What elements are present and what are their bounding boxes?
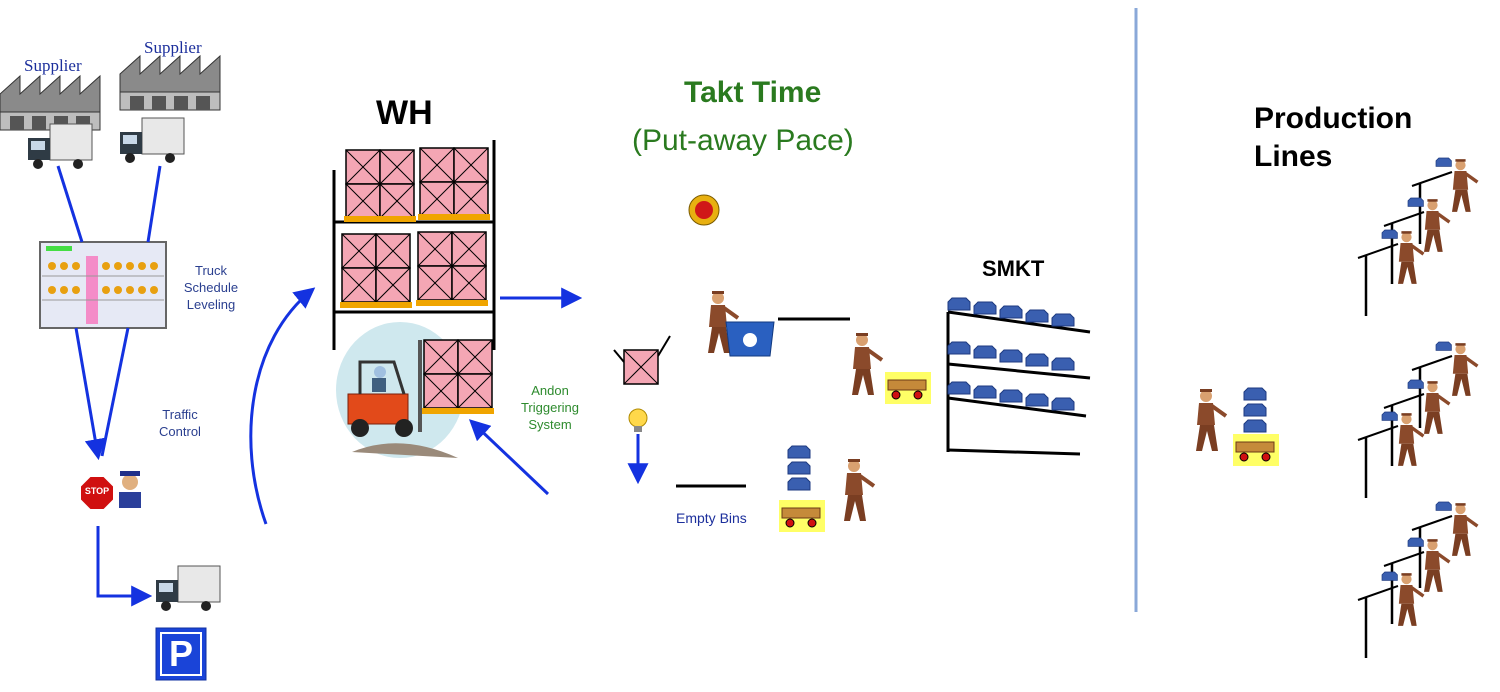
pallet-rack-icon <box>332 140 496 350</box>
supermarket-rack-icon <box>946 297 1091 456</box>
schedule-board-icon <box>39 241 167 329</box>
bin-icon <box>787 477 811 491</box>
production-lines-title: Production Lines <box>1254 102 1413 173</box>
worker-icon <box>1194 387 1228 453</box>
stop-sign-text: STOP <box>84 486 110 496</box>
traffic-control-label: Traffic Control <box>159 407 201 439</box>
warehouse-title: WH <box>376 94 433 132</box>
supplier-to-board-line <box>56 165 84 243</box>
smkt-title: SMKT <box>982 256 1045 281</box>
recycle-basket-icon <box>725 321 775 357</box>
takt-time-title: Takt Time <box>684 76 822 109</box>
stop-sign-icon <box>79 475 115 511</box>
cart-icon <box>884 371 932 405</box>
parking-to-warehouse-arrow <box>249 287 316 525</box>
delivery-truck-icon <box>119 117 185 164</box>
board-to-stop-arrow <box>100 327 130 457</box>
warehouse-icon <box>119 55 221 111</box>
cart-icon <box>1232 433 1280 467</box>
cart-icon <box>778 499 826 533</box>
delivery-truck-icon <box>27 123 93 170</box>
andon-to-forklift-arrow <box>468 419 550 496</box>
bin-icon <box>787 445 811 459</box>
stop-to-parking-arrow <box>96 526 153 607</box>
delivery-truck-icon <box>155 565 221 612</box>
bin-icon <box>1243 419 1267 433</box>
board-to-stop-arrow <box>74 327 106 461</box>
andon-box-icon <box>613 335 671 385</box>
police-officer-icon <box>119 471 141 508</box>
andon-button-icon <box>688 194 720 226</box>
bin-icon <box>1243 403 1267 417</box>
andon-light-icon <box>628 408 648 432</box>
bin-icon <box>787 461 811 475</box>
truck-schedule-label: Truck Schedule Leveling <box>183 263 239 312</box>
supplier-label: Supplier <box>144 38 202 57</box>
supplier-label: Supplier <box>24 56 82 75</box>
production-workstation-icon <box>1384 380 1450 466</box>
empty-bins-label: Empty Bins <box>676 510 747 526</box>
worker-icon <box>850 331 884 397</box>
supplier-to-board-line <box>146 165 162 243</box>
forklift-icon <box>336 322 494 458</box>
production-workstation-icon <box>1384 538 1450 624</box>
andon-label: Andon Triggering System <box>520 383 580 432</box>
warehouse-icon <box>0 75 101 131</box>
takt-time-subtitle: (Put-away Pace) <box>632 124 854 157</box>
parking-sign-icon <box>155 627 207 681</box>
worker-icon <box>842 457 876 523</box>
production-workstation-icon <box>1384 198 1450 284</box>
bin-icon <box>1243 387 1267 401</box>
parking-sign-text: P <box>168 633 193 674</box>
